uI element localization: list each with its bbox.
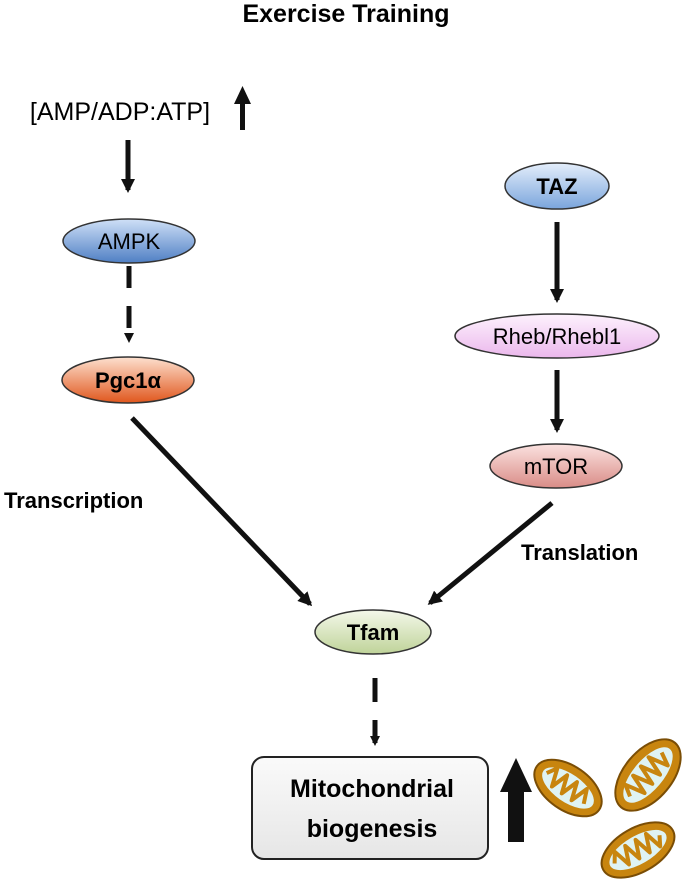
mitochondrion-icon — [533, 758, 603, 818]
node-tfam-label: Tfam — [347, 620, 400, 645]
node-rheb-label: Rheb/Rhebl1 — [493, 324, 621, 349]
outcome-line2: biogenesis — [307, 815, 438, 843]
mitochondrion-icon — [614, 738, 682, 812]
node-pgc1a: Pgc1α — [61, 356, 195, 404]
arrow-mtor-to-tfam — [427, 501, 554, 605]
ratio-up-arrow-icon — [234, 86, 251, 130]
outcome-line1: Mitochondrial — [290, 775, 454, 803]
node-taz-label: TAZ — [536, 174, 577, 199]
node-tfam: Tfam — [314, 609, 432, 655]
outcome-box: Mitochondrial biogenesis — [251, 756, 489, 860]
node-pgc1a-label: Pgc1α — [95, 368, 162, 393]
node-ampk: AMPK — [62, 218, 196, 264]
increase-up-arrow-icon — [500, 758, 532, 842]
label-transcription: Transcription — [4, 488, 143, 513]
diagram-title: Exercise Training — [242, 0, 449, 28]
label-translation: Translation — [521, 540, 638, 565]
node-ampk-label: AMPK — [98, 229, 161, 254]
ratio-label: [AMP/ADP:ATP] — [30, 98, 210, 126]
node-rheb: Rheb/Rhebl1 — [454, 313, 660, 359]
arrow-pgc1a-to-tfam — [130, 416, 313, 607]
node-mtor: mTOR — [489, 443, 623, 489]
node-taz: TAZ — [504, 162, 610, 210]
mitochondrion-icon — [600, 821, 676, 879]
node-mtor-label: mTOR — [524, 454, 588, 479]
